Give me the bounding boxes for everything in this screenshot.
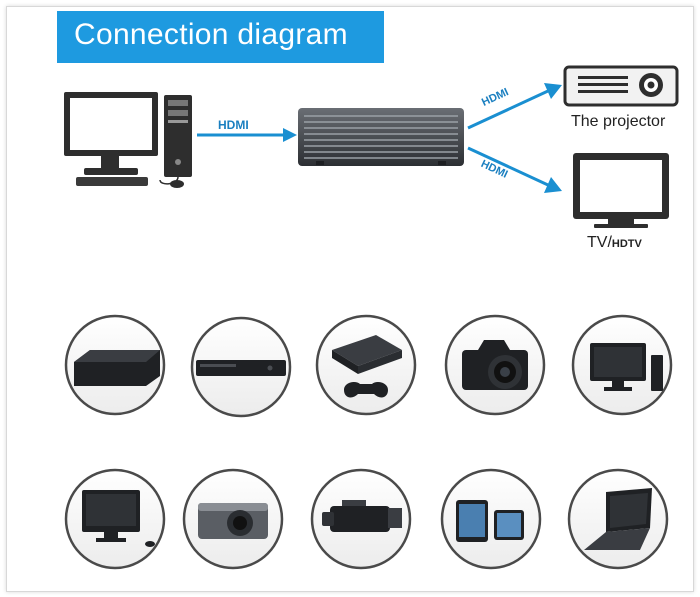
source-device-circle [571, 314, 673, 416]
media-player-icon [74, 350, 160, 386]
all-in-one-pc-icon [82, 490, 155, 547]
source-device-circle [182, 468, 284, 570]
hdmi-switch-box-icon [298, 108, 464, 166]
hdmi-arrow-pc-to-box [197, 128, 297, 142]
source-device-circle [315, 314, 417, 416]
source-device-circle [64, 314, 166, 416]
projector-label: The projector [571, 113, 666, 130]
source-device-circle [190, 316, 292, 418]
tv-icon [573, 153, 669, 228]
compact-camera-icon [198, 503, 268, 539]
tv-label-sub: HDTV [611, 238, 642, 250]
page-title: Connection diagram [74, 18, 348, 51]
projector-icon [563, 65, 679, 107]
hdmi-arrow-box-to-tv [467, 146, 562, 193]
source-device-circle [64, 468, 166, 570]
mouse-icon [159, 176, 184, 188]
tablet-icon [456, 500, 524, 542]
source-device-circle [567, 468, 669, 570]
hdmi-label-pc-to-box: HDMI [218, 118, 249, 132]
source-device-circle [444, 314, 546, 416]
title-banner [57, 11, 384, 63]
tv-label: TV/HDTV [587, 234, 642, 252]
game-console-icon [332, 335, 402, 398]
desktop-monitor-icon [590, 343, 663, 391]
blu-ray-player-icon [196, 360, 286, 376]
source-device-circle [310, 468, 412, 570]
tv-label-main: TV [587, 234, 608, 251]
computer-monitor-icon [64, 92, 158, 186]
camcorder-icon [322, 500, 402, 532]
pc-tower-icon [164, 95, 192, 177]
dslr-camera-icon [462, 340, 528, 390]
source-device-circle [440, 468, 542, 570]
laptop-icon [584, 488, 652, 550]
hdmi-arrow-box-to-projector [467, 83, 562, 130]
tv-label-slash: / [607, 234, 612, 251]
